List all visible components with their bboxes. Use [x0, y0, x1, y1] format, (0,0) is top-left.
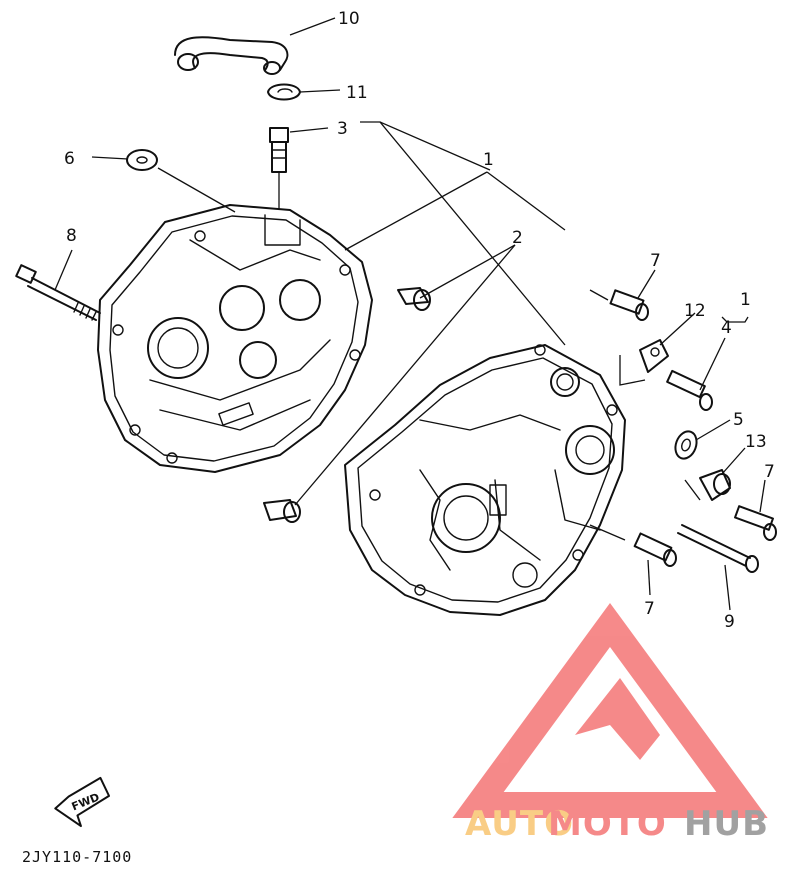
callout-9: 9	[724, 612, 735, 632]
bolt-upper	[609, 289, 649, 321]
automotohub-logo: AUTO MOTO HUB	[452, 603, 769, 844]
callout-7-bottom: 7	[644, 599, 655, 619]
callout-8: 8	[66, 226, 77, 246]
bolt-4	[666, 369, 713, 411]
leader-lines	[54, 17, 766, 611]
callout-1-top: 1	[483, 150, 494, 170]
bracket	[639, 339, 669, 373]
logo-word-hub: HUB	[684, 804, 769, 844]
callout-1-right: 1	[740, 290, 751, 310]
callout-11: 11	[346, 83, 368, 103]
reference-code: 2JY110-7100	[22, 848, 132, 866]
bolt-right	[734, 505, 777, 541]
washer-5	[674, 430, 698, 460]
callout-3: 3	[337, 119, 348, 139]
washer	[126, 149, 158, 171]
callout-4: 4	[721, 318, 732, 338]
breather-fitting	[269, 127, 289, 210]
dowel-pin-upper	[397, 287, 431, 311]
fwd-arrow-icon: FWD	[54, 776, 111, 828]
callout-13: 13	[745, 432, 767, 452]
right-crankcase	[344, 344, 626, 616]
logo-inner-mark	[575, 678, 660, 760]
callout-6: 6	[64, 149, 75, 169]
breather-hose	[174, 36, 289, 75]
logo-word-moto: MOTO	[548, 804, 667, 844]
logo-triangle-outer	[452, 603, 768, 818]
callout-labels: 10 11 3 1 6 2 8 7 1 12 4 5 13 7 7 9	[64, 9, 775, 632]
logo-word-auto: AUTO	[465, 804, 574, 844]
callout-7-right: 7	[764, 462, 775, 482]
left-crankcase	[97, 204, 373, 473]
callout-7-top: 7	[650, 251, 661, 271]
long-bolt	[15, 264, 101, 321]
callout-12: 12	[684, 301, 706, 321]
callout-2: 2	[512, 228, 523, 248]
hose-clip	[267, 83, 301, 101]
callout-10: 10	[338, 9, 360, 29]
clamp	[699, 469, 731, 501]
dowel-pin-lower	[263, 499, 301, 523]
long-bolt-9	[677, 524, 759, 573]
bolt-lower	[633, 532, 677, 567]
callout-5: 5	[733, 410, 744, 430]
